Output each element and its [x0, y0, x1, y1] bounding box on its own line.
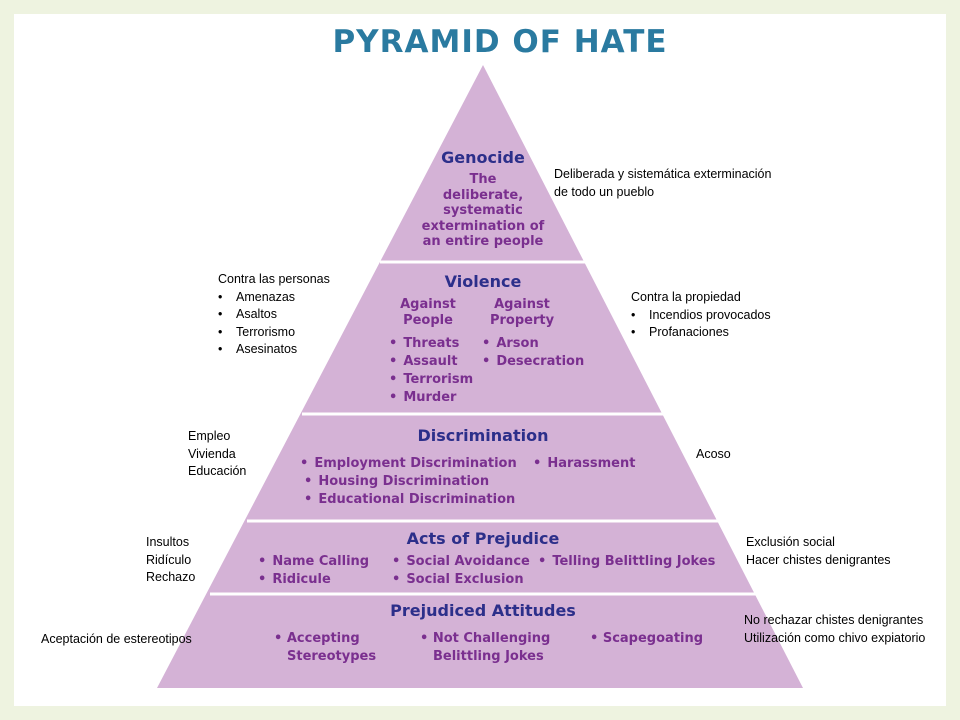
- annotation-line: Rechazo: [146, 570, 196, 584]
- attitudes-col-2: • Not Challenging Belittling Jokes: [420, 630, 560, 666]
- annotation-genocide-right: Deliberada y sistemática exterminación d…: [554, 166, 814, 201]
- annotation-item: Incendios provocados: [631, 307, 811, 325]
- violence-property-column: Against Property Arson Desecration: [482, 297, 592, 371]
- people-label-line: Against: [400, 297, 456, 312]
- genocide-line: an entire people: [422, 234, 544, 249]
- discrimination-item: Housing Discrimination: [304, 473, 535, 491]
- property-label-line: Against: [494, 297, 550, 312]
- attitudes-item: • Not Challenging: [420, 631, 551, 646]
- attitudes-item-line: Scapegoating: [602, 631, 704, 646]
- attitudes-col-1: • Accepting Stereotypes: [274, 630, 384, 666]
- genocide-line: systematic: [443, 203, 523, 218]
- annotation-prejudice-right: Exclusión social Hacer chistes denigrant…: [746, 534, 926, 569]
- genocide-line: The: [469, 172, 497, 187]
- attitudes-item-line: Not Challenging: [432, 631, 551, 646]
- annotation-line: Empleo: [188, 429, 231, 443]
- prejudice-col-3: Telling Belittling Jokes: [538, 553, 718, 571]
- annotation-attitudes-left: Aceptación de estereotipos: [41, 631, 231, 649]
- genocide-description: The deliberate, systematic extermination…: [393, 172, 573, 250]
- prejudice-item: Social Exclusion: [392, 571, 532, 589]
- annotation-discrimination-right: Acoso: [696, 446, 776, 464]
- page-title: PYRAMID OF HATE: [332, 24, 668, 60]
- violence-item: Desecration: [482, 353, 592, 371]
- violence-item: Assault: [389, 353, 481, 371]
- annotation-line: Hacer chistes denigrantes: [746, 552, 891, 567]
- annotation-line: Deliberada y sistemática exterminación: [554, 167, 772, 181]
- attitudes-item-cont: Belittling Jokes: [433, 649, 544, 664]
- genocide-line: extermination of: [421, 218, 545, 234]
- discrimination-items-right: Harassment: [533, 455, 653, 473]
- property-label-line: Property: [489, 313, 555, 328]
- annotation-title: Contra las personas: [218, 272, 330, 286]
- prejudice-item: Social Avoidance: [392, 553, 532, 571]
- annotation-prejudice-left: Insultos Ridículo Rechazo: [146, 534, 236, 587]
- attitudes-col-3: • Scapegoating: [590, 630, 710, 648]
- discrimination-heading: Discrimination: [417, 426, 549, 445]
- discrimination-item: Employment Discrimination: [300, 455, 535, 473]
- violence-item: Threats: [389, 335, 481, 353]
- annotation-discrimination-left: Empleo Vivienda Educación: [188, 428, 278, 481]
- prejudice-col-1: Name Calling Ridicule: [258, 553, 388, 589]
- genocide-line: deliberate,: [442, 187, 524, 203]
- attitudes-item-cont: Stereotypes: [287, 649, 377, 664]
- violence-item: Murder: [389, 389, 481, 407]
- annotation-item: Asesinatos: [218, 341, 368, 359]
- people-label: Against People: [375, 297, 481, 329]
- annotation-violence-right: Contra la propiedad Incendios provocados…: [631, 289, 811, 342]
- prejudice-heading: Acts of Prejudice: [406, 529, 560, 548]
- annotation-line: Educación: [188, 464, 247, 478]
- violence-people-column: Against People Threats Assault Terrorism…: [389, 297, 481, 407]
- discrimination-items: Employment Discrimination Housing Discri…: [300, 455, 535, 509]
- annotation-violence-left: Contra las personas Amenazas Asaltos Ter…: [218, 271, 368, 359]
- annotation-line: de todo un pueblo: [554, 184, 655, 199]
- attitudes-item: • Accepting: [274, 631, 360, 646]
- people-label-line: People: [403, 313, 453, 328]
- prejudice-col-2: Social Avoidance Social Exclusion: [392, 553, 532, 589]
- annotation-line: Utilización como chivo expiatorio: [744, 630, 926, 645]
- prejudice-item: Telling Belittling Jokes: [538, 553, 718, 571]
- annotation-line: Aceptación de estereotipos: [41, 632, 192, 646]
- annotation-title: Contra la propiedad: [631, 290, 741, 304]
- prejudice-item: Ridicule: [258, 571, 388, 589]
- violence-item: Terrorism: [389, 371, 481, 389]
- annotation-line: Ridículo: [146, 552, 192, 567]
- attitudes-heading: Prejudiced Attitudes: [390, 601, 576, 620]
- annotation-item: Amenazas: [218, 289, 368, 307]
- annotation-item: Profanaciones: [631, 324, 811, 342]
- discrimination-item: Educational Discrimination: [304, 491, 535, 509]
- annotation-line: No rechazar chistes denigrantes: [744, 613, 924, 627]
- discrimination-item: Harassment: [533, 455, 653, 473]
- annotation-line: Exclusión social: [746, 535, 835, 549]
- property-label: Against Property: [482, 297, 562, 329]
- violence-item: Arson: [482, 335, 592, 353]
- attitudes-item: • Scapegoating: [590, 631, 704, 646]
- annotation-line: Insultos: [146, 535, 190, 549]
- annotation-item: Asaltos: [218, 306, 368, 324]
- prejudice-item: Name Calling: [258, 553, 388, 571]
- annotation-item: Terrorismo: [218, 324, 368, 342]
- violence-heading: Violence: [444, 272, 522, 291]
- attitudes-item-line: Accepting: [286, 631, 360, 646]
- genocide-heading: Genocide: [441, 148, 525, 167]
- annotation-line: Vivienda: [188, 446, 236, 461]
- annotation-attitudes-right: No rechazar chistes denigrantes Utilizac…: [744, 612, 954, 647]
- annotation-line: Acoso: [696, 447, 731, 461]
